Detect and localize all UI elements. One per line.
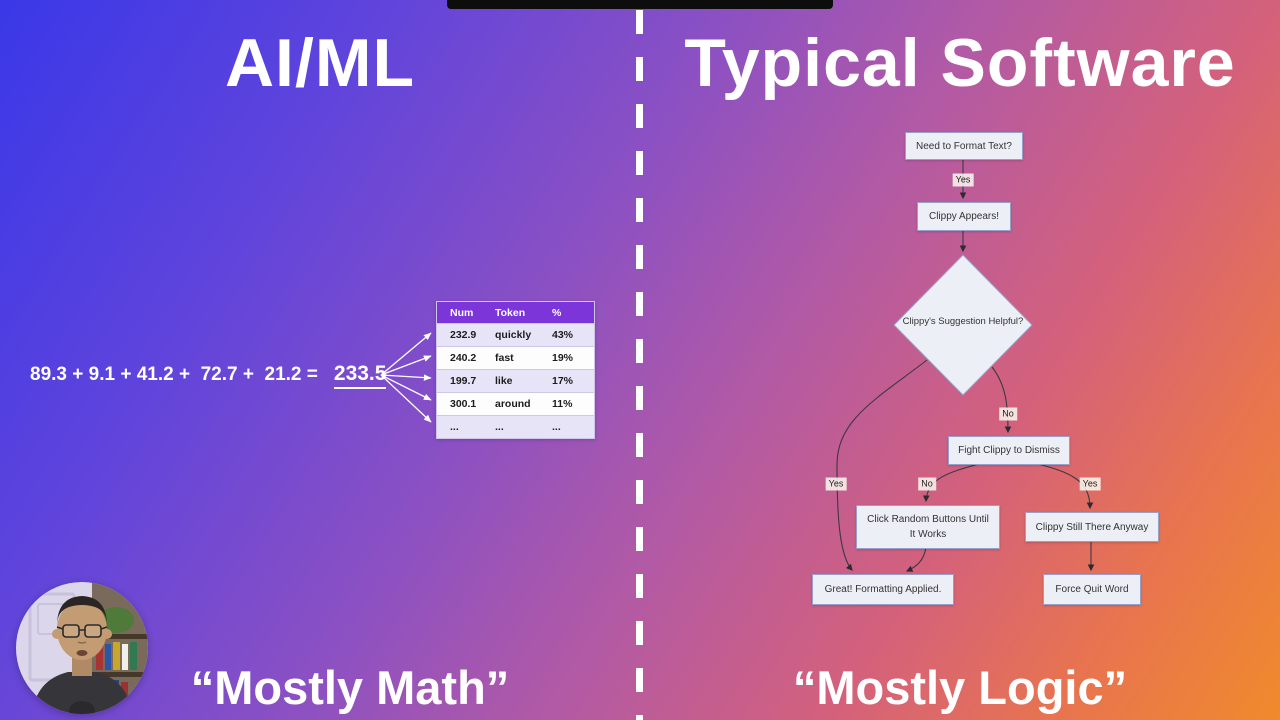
flowchart-connectors	[836, 158, 1095, 572]
cell-num: 199.7	[450, 375, 477, 387]
node-need-to-format-text: Need to Format Text?	[905, 132, 1023, 160]
node-formatting-applied: Great! Formatting Applied.	[812, 574, 954, 605]
cell-token: fast	[495, 352, 514, 364]
cell-num: ...	[450, 421, 459, 433]
webcam-avatar	[16, 582, 148, 714]
cell-num: 232.9	[450, 329, 477, 341]
dashed-divider	[636, 10, 643, 720]
table-row: 300.1 around 11%	[437, 393, 594, 416]
left-panel-title: AI/ML	[224, 25, 416, 101]
cell-token: like	[495, 375, 513, 387]
node-force-quit-word: Force Quit Word	[1043, 574, 1141, 605]
left-quote: “Mostly Math”	[190, 661, 510, 714]
token-table-header: Num Token %	[437, 302, 594, 324]
table-row: 199.7 like 17%	[437, 370, 594, 393]
node-click-random-line2: It Works	[909, 529, 947, 540]
node-suggestion-helpful: Clippy's Suggestion Helpful?	[902, 316, 1024, 327]
cell-token: ...	[495, 421, 504, 433]
fan-arrows	[380, 332, 432, 423]
cell-token: quickly	[495, 329, 532, 341]
right-quote: “Mostly Logic”	[792, 661, 1128, 714]
cell-num: 300.1	[450, 398, 477, 410]
edge-label-no-top: No	[999, 407, 1017, 421]
node-clippy-appears: Clippy Appears!	[917, 202, 1011, 231]
presenter-illustration	[16, 582, 148, 714]
edge-label-no-mid: No	[918, 477, 936, 491]
top-black-bar	[447, 0, 833, 9]
right-panel-title: Typical Software	[684, 25, 1236, 101]
equation-sum-value: 233.5	[333, 362, 387, 389]
edge-label-yes-left: Yes	[825, 477, 847, 491]
node-click-random-buttons: Click Random Buttons Until It Works	[856, 505, 1000, 549]
cell-token: around	[495, 398, 531, 410]
decision-diamond	[893, 254, 1033, 396]
equation-terms: 89.3 + 9.1 + 41.2 + 72.7 + 21.2 =	[30, 364, 318, 385]
cell-pct: 43%	[552, 329, 574, 341]
sum-equation: 89.3 + 9.1 + 41.2 + 72.7 + 21.2 = 233.5	[30, 362, 387, 389]
cell-pct: 17%	[552, 375, 574, 387]
edge-label-yes-top: Yes	[952, 173, 974, 187]
token-table: Num Token % 232.9 quickly 43% 240.2 fast…	[436, 301, 595, 439]
cell-pct: 11%	[552, 398, 573, 410]
node-fight-clippy: Fight Clippy to Dismiss	[948, 436, 1070, 465]
cell-pct: 19%	[552, 352, 574, 364]
col-header-pct: %	[552, 306, 562, 319]
table-row: 240.2 fast 19%	[437, 347, 594, 370]
cell-num: 240.2	[450, 352, 477, 364]
col-header-token: Token	[495, 306, 526, 319]
node-click-random-line1: Click Random Buttons Until	[867, 514, 989, 525]
cell-pct: ...	[552, 421, 561, 433]
edge-label-yes-right: Yes	[1079, 477, 1101, 491]
node-clippy-still-there: Clippy Still There Anyway	[1025, 512, 1159, 542]
col-header-num: Num	[450, 306, 474, 319]
clippy-flowchart: Need to Format Text? Clippy Appears! Cli…	[780, 120, 1180, 620]
table-row: ... ... ...	[437, 416, 594, 438]
table-row: 232.9 quickly 43%	[437, 324, 594, 347]
